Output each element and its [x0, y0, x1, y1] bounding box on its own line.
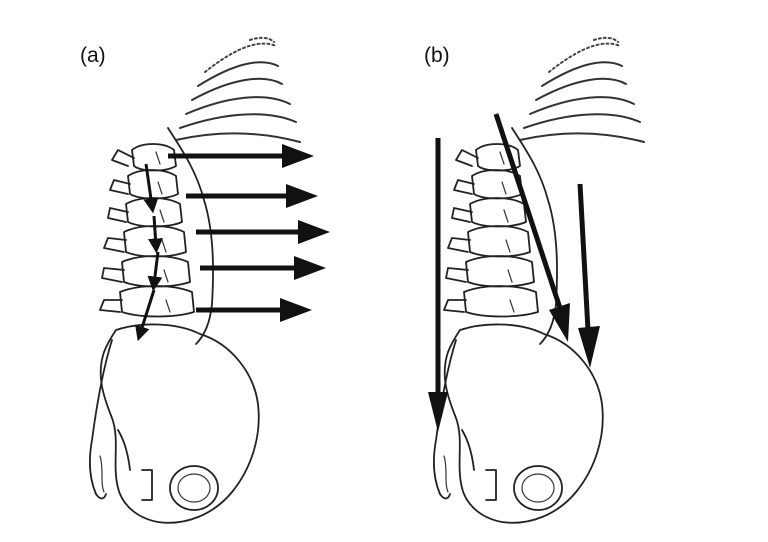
load-arrow-b3-head	[578, 326, 600, 368]
compression-arrows-a	[140, 164, 158, 334]
anterior-arrow-a5-head	[280, 298, 312, 322]
load-arrow-b1-head	[428, 392, 448, 432]
anterior-arrow-a2-head	[286, 184, 318, 208]
anterior-arrow-a4-head	[294, 256, 326, 280]
load-arrows-b	[428, 114, 600, 432]
panel-label-a: (a)	[80, 44, 106, 67]
panel-a: (a)	[80, 38, 330, 523]
spine-illustration-a	[90, 38, 300, 523]
spine-illustration-b	[434, 38, 644, 523]
panel-label-b: (b)	[424, 44, 450, 67]
compression-arrow-a4	[140, 290, 154, 334]
load-arrow-b3-shaft	[580, 184, 588, 330]
compression-arrow-a2	[154, 216, 156, 246]
anterior-arrow-a3-head	[298, 220, 330, 244]
anterior-arrow-a1-head	[282, 144, 314, 168]
panel-b: (b)	[424, 38, 644, 523]
